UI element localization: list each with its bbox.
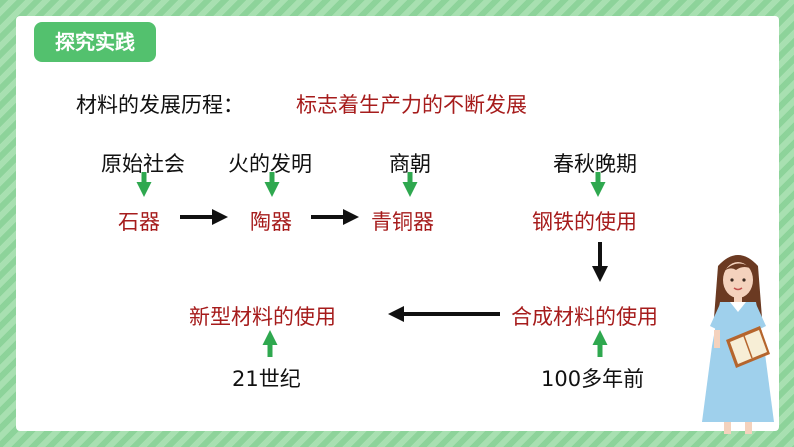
slide-panel <box>16 16 779 431</box>
material-pottery: 陶器 <box>250 210 292 234</box>
era-late-spring-autumn: 春秋晚期 <box>553 152 637 176</box>
material-new-materials: 新型材料的使用 <box>189 305 336 329</box>
material-iron-steel: 钢铁的使用 <box>532 210 637 234</box>
girl-reading-illustration <box>702 255 774 434</box>
material-synthetic: 合成材料的使用 <box>511 305 658 329</box>
material-bronze: 青铜器 <box>371 210 434 234</box>
intro-label: 材料的发展历程： <box>76 93 244 117</box>
era-100-years-ago: 100多年前 <box>541 367 645 391</box>
era-21st-century: 21世纪 <box>232 367 301 391</box>
section-badge: 探究实践 <box>34 22 156 62</box>
intro-statement: 标志着生产力的不断发展 <box>296 93 527 117</box>
material-stone-tools: 石器 <box>118 210 160 234</box>
